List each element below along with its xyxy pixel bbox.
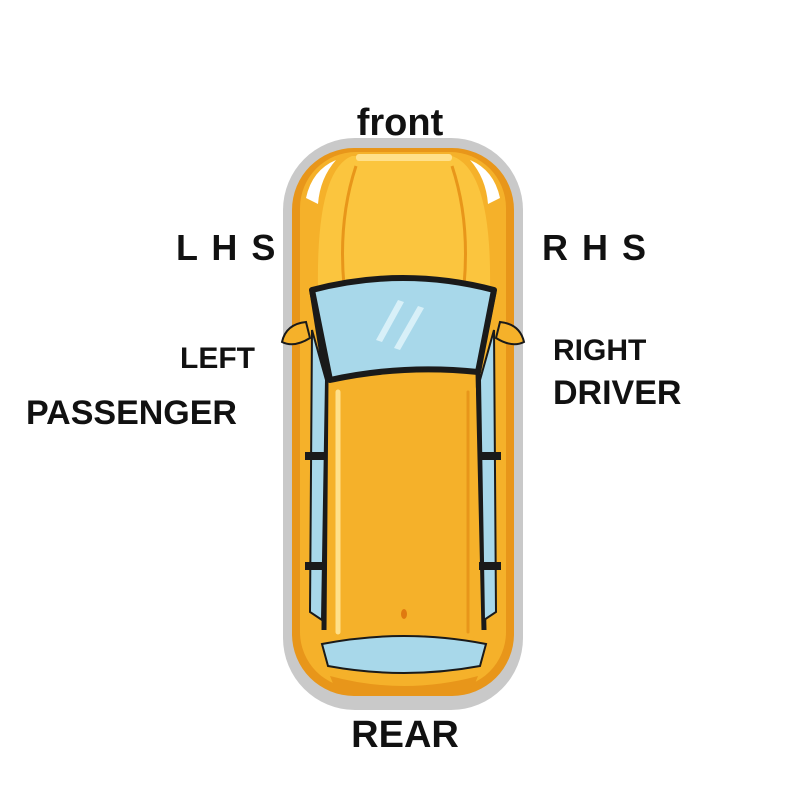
side-mirror-right (494, 320, 526, 346)
roof-antenna (401, 609, 407, 619)
front-label: front (356, 102, 444, 144)
rear-label: REAR (351, 714, 459, 756)
pillar-right-2 (479, 562, 501, 570)
windshield-shine (376, 300, 404, 342)
side-window-left (308, 329, 328, 622)
car-roof (330, 382, 476, 640)
rear-window (320, 635, 488, 674)
passenger-label: PASSENGER (26, 394, 237, 432)
pillar-right-1 (479, 452, 501, 460)
front-grille-strip (356, 154, 452, 161)
side-mirror-left (280, 320, 312, 346)
lhs-label: L H S (176, 227, 278, 268)
pillar-left-2 (305, 562, 327, 570)
hood-crease-right (450, 165, 467, 287)
headlight-right (470, 160, 500, 204)
left-label: LEFT (180, 342, 255, 375)
headlight-left (306, 160, 336, 204)
side-window-right (478, 329, 498, 622)
right-label: RIGHT (553, 334, 647, 367)
rhs-label: R H S (542, 227, 649, 268)
car-hood (317, 156, 491, 290)
pillar-left-1 (305, 452, 327, 460)
driver-label: DRIVER (553, 374, 682, 412)
hood-crease-left (341, 165, 358, 287)
windshield (309, 275, 497, 383)
rear-bumper (330, 676, 478, 694)
windshield-shine-2 (394, 306, 424, 350)
